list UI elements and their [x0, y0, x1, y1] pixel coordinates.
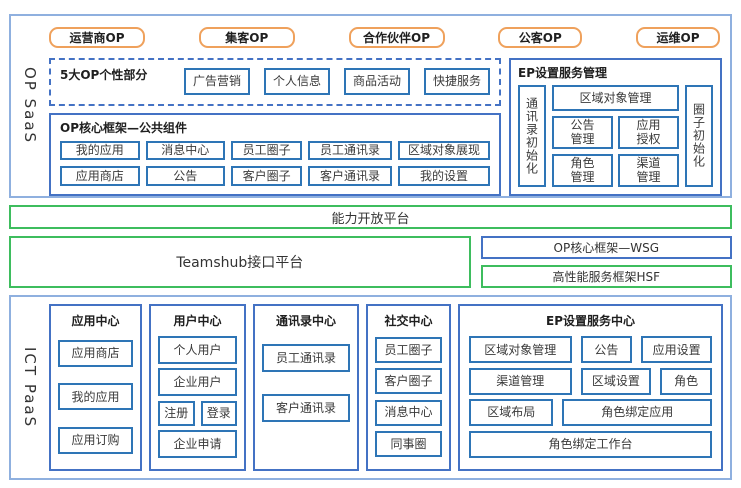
op-core-title: OP核心框架—公共组件 — [60, 121, 187, 135]
app-center-store: 应用商店 — [58, 340, 133, 368]
social-center-colleague-circle: 同事圈 — [375, 430, 442, 457]
ep-center-rows: 区域对象管理 公告 应用设置 渠道管理 区域设置 角色 区域布局 角色绑定应用 — [467, 332, 714, 462]
social-center-items: 员工圈子 客户圈子 消息中心 同事圈 — [375, 332, 442, 462]
ict-paas-columns: 应用中心 应用商店 我的应用 应用订购 用户中心 个人用户 企业用户 注册 登录… — [49, 297, 730, 478]
core-cell-message-center: 消息中心 — [145, 141, 226, 161]
op-tabs-row: 运营商OP 集客OP 合作伙伴OP 公客OP 运维OP — [49, 27, 722, 48]
ep-cell-channel-mgmt-label: 渠道管理 — [636, 155, 661, 185]
op-saas-section: OP SaaS 运营商OP 集客OP 合作伙伴OP 公客OP 运维OP 5大OP… — [9, 14, 732, 198]
personal-item-ad: 广告营销 — [184, 68, 250, 95]
ict-paas-section: ICT PaaS 应用中心 应用商店 我的应用 应用订购 用户中心 个人用户 企… — [9, 295, 732, 480]
app-center-title: 应用中心 — [71, 314, 120, 328]
social-center-staff-circle: 员工圈子 — [375, 337, 442, 364]
ep-cell-role-mgmt: 角色管理 — [552, 153, 613, 187]
ep-manage-middle: 区域对象管理 公告管理 应用授权 角色管理 渠道管理 — [552, 85, 679, 187]
op-tab-group-customer: 集客OP — [198, 27, 295, 48]
core-cell-app-store: 应用商店 — [60, 166, 140, 186]
app-center-order: 应用订购 — [58, 426, 133, 454]
ep-center-role: 角色 — [660, 367, 712, 395]
core-cell-my-settings: 我的设置 — [397, 166, 490, 186]
ep-cell-announcement-mgmt-label: 公告管理 — [570, 118, 595, 147]
ep-center-region-layout: 区域布局 — [469, 399, 554, 427]
user-center-enterprise: 企业用户 — [158, 368, 237, 397]
user-center-small-row: 注册 登录 — [158, 400, 237, 426]
personal-item-quick: 快捷服务 — [424, 68, 490, 95]
column-contacts-center: 通讯录中心 员工通讯录 客户通讯录 — [253, 304, 359, 471]
op-tab-partner: 合作伙伴OP — [348, 27, 445, 48]
ep-center-announcement: 公告 — [580, 336, 633, 364]
op-core-box: OP核心框架—公共组件 我的应用 消息中心 员工圈子 员工通讯录 区域对象展现 … — [49, 113, 501, 196]
ep-center-channel-mgmt: 渠道管理 — [469, 367, 572, 395]
personal-item-product: 商品活动 — [344, 68, 410, 95]
contacts-center-staff: 员工通讯录 — [262, 344, 350, 372]
core-cell-customer-contacts: 客户通讯录 — [308, 166, 392, 186]
contacts-center-customer: 客户通讯录 — [262, 394, 350, 422]
platform-row: Teamshub接口平台 OP核心框架—WSG 高性能服务框架HSF — [9, 236, 732, 288]
social-center-message-center: 消息中心 — [375, 399, 442, 426]
column-app-center: 应用中心 应用商店 我的应用 应用订购 — [49, 304, 142, 471]
column-social-center: 社交中心 员工圈子 客户圈子 消息中心 同事圈 — [366, 304, 451, 471]
ep-center-region-object-mgmt: 区域对象管理 — [469, 336, 572, 364]
ep-center-row2: 渠道管理 区域设置 角色 — [469, 367, 712, 395]
ep-center-role-bind-app: 角色绑定应用 — [562, 399, 712, 427]
op-saas-main: 5大OP个性部分 广告营销 个人信息 商品活动 快捷服务 OP核心框架—公共组件… — [49, 58, 722, 196]
op-personal-title: 5大OP个性部分 — [60, 68, 148, 82]
op-tab-public-customer: 公客OP — [498, 27, 583, 48]
user-center-title: 用户中心 — [173, 314, 222, 328]
ep-contacts-init: 通讯录初始化 — [518, 85, 546, 187]
user-center-personal: 个人用户 — [158, 336, 237, 365]
hsf-framework-box: 高性能服务框架HSF — [480, 265, 732, 288]
capability-platform-bar: 能力开放平台 — [9, 205, 732, 229]
ep-cell-region-object-mgmt: 区域对象管理 — [552, 85, 679, 111]
ep-center-app-settings: 应用设置 — [641, 336, 712, 364]
ep-center-role-bind-workbench: 角色绑定工作台 — [469, 430, 712, 458]
core-cell-region-display: 区域对象展现 — [397, 141, 490, 161]
core-cell-customer-circle: 客户圈子 — [231, 166, 303, 186]
ep-center-row4: 角色绑定工作台 — [469, 430, 712, 458]
ep-cell-app-auth-label: 应用授权 — [636, 118, 661, 147]
social-center-title: 社交中心 — [384, 314, 433, 328]
op-personal-box: 5大OP个性部分 广告营销 个人信息 商品活动 快捷服务 — [49, 58, 501, 106]
op-tab-operator: 运营商OP — [49, 27, 145, 48]
ict-paas-label: ICT PaaS — [21, 346, 39, 429]
user-center-register: 注册 — [158, 400, 195, 426]
user-center-enterprise-apply: 企业申请 — [158, 429, 237, 458]
user-center-items: 个人用户 企业用户 注册 登录 企业申请 — [158, 332, 237, 462]
op-saas-left: 5大OP个性部分 广告营销 个人信息 商品活动 快捷服务 OP核心框架—公共组件… — [49, 58, 501, 196]
op-personal-items: 广告营销 个人信息 商品活动 快捷服务 — [184, 64, 490, 99]
ep-manage-title: EP设置服务管理 — [518, 66, 607, 80]
ep-circle-init: 圈子初始化 — [685, 85, 713, 187]
op-tab-ops: 运维OP — [636, 27, 720, 48]
user-center-login: 登录 — [200, 400, 237, 426]
contacts-center-title: 通讯录中心 — [275, 314, 336, 328]
ep-center-row1: 区域对象管理 公告 应用设置 — [469, 336, 712, 364]
ep-cell-channel-mgmt: 渠道管理 — [618, 153, 679, 187]
op-core-grid: 我的应用 消息中心 员工圈子 员工通讯录 区域对象展现 应用商店 公告 客户圈子… — [60, 141, 490, 186]
column-ep-center: EP设置服务中心 区域对象管理 公告 应用设置 渠道管理 区域设置 角色 区域布… — [458, 304, 723, 471]
op-saas-content: 运营商OP 集客OP 合作伙伴OP 公客OP 运维OP 5大OP个性部分 广告营… — [49, 16, 730, 196]
ep-center-title: EP设置服务中心 — [546, 314, 635, 328]
core-cell-staff-contacts: 员工通讯录 — [308, 141, 392, 161]
ep-center-region-settings: 区域设置 — [580, 367, 652, 395]
core-cell-my-apps: 我的应用 — [60, 141, 140, 161]
platform-right-stack: OP核心框架—WSG 高性能服务框架HSF — [480, 236, 732, 288]
core-cell-staff-circle: 员工圈子 — [231, 141, 303, 161]
ep-manage-box: EP设置服务管理 通讯录初始化 区域对象管理 公告管理 应用授权 角色管理 渠道… — [509, 58, 722, 196]
core-cell-announcement: 公告 — [145, 166, 226, 186]
social-center-customer-circle: 客户圈子 — [375, 368, 442, 395]
ep-center-row3: 区域布局 角色绑定应用 — [469, 399, 712, 427]
column-user-center: 用户中心 个人用户 企业用户 注册 登录 企业申请 — [149, 304, 246, 471]
ep-cell-app-auth: 应用授权 — [618, 116, 679, 149]
ep-cell-announcement-mgmt: 公告管理 — [552, 116, 613, 149]
app-center-my-apps: 我的应用 — [58, 383, 133, 411]
ep-manage-grid: 公告管理 应用授权 角色管理 渠道管理 — [552, 116, 679, 187]
ep-manage-body: 通讯录初始化 区域对象管理 公告管理 应用授权 角色管理 渠道管理 圈子初始化 — [518, 85, 713, 187]
op-saas-label: OP SaaS — [21, 67, 39, 145]
personal-item-profile: 个人信息 — [264, 68, 330, 95]
contacts-center-items: 员工通讯录 客户通讯录 — [262, 332, 350, 462]
teamshub-platform-box: Teamshub接口平台 — [9, 236, 471, 288]
ep-cell-role-mgmt-label: 角色管理 — [570, 155, 595, 185]
wsg-framework-box: OP核心框架—WSG — [480, 236, 732, 259]
app-center-items: 应用商店 我的应用 应用订购 — [58, 332, 133, 462]
